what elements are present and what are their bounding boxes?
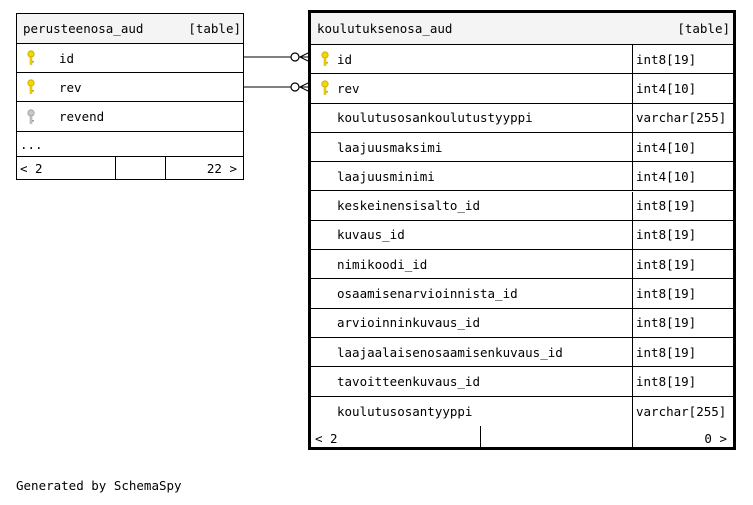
more-indicator: ... <box>20 136 43 152</box>
column-type: int4[10] <box>636 80 697 96</box>
foreign-key-icon <box>27 108 35 124</box>
column-row[interactable]: laajaalaisenosaamisenkuvaus_id int8[19] <box>311 338 733 368</box>
column-row[interactable]: kuvaus_id int8[19] <box>311 220 733 251</box>
table-perusteenosa-aud[interactable]: perusteenosa_aud [table] id rev revend .… <box>16 13 244 180</box>
table-nav: < 2 0 > <box>311 426 733 450</box>
table-header[interactable]: koulutuksenosa_aud [table] <box>311 13 733 45</box>
footer-credit: Generated by SchemaSpy <box>16 478 182 493</box>
column-type: int8[19] <box>636 286 697 302</box>
column-type: int8[19] <box>636 256 697 272</box>
column-name: keskeinensisalto_id <box>337 198 480 214</box>
column-name: laajuusminimi <box>337 168 435 184</box>
column-name: nimikoodi_id <box>337 256 428 272</box>
column-name: rev <box>337 80 360 96</box>
parents-link[interactable]: < 2 <box>315 430 338 446</box>
column-row[interactable]: koulutusosankoulutustyyppi varchar[255] <box>311 103 733 133</box>
table-tag: [table] <box>677 21 730 36</box>
column-row[interactable]: koulutusosantyyppi varchar[255] <box>311 396 733 426</box>
primary-key-icon <box>321 51 329 66</box>
column-name: koulutusosankoulutustyyppi <box>337 110 533 126</box>
column-name: id <box>59 50 75 66</box>
column-name: rev <box>59 79 82 95</box>
column-name: tavoitteenkuvaus_id <box>337 373 480 389</box>
column-type: int4[10] <box>636 139 697 155</box>
table-koulutuksenosa-aud[interactable]: koulutuksenosa_aud [table] id int8[19] rev… <box>308 10 736 450</box>
column-row[interactable]: id <box>17 44 243 73</box>
table-name[interactable]: perusteenosa_aud <box>23 21 144 36</box>
table-name[interactable]: koulutuksenosa_aud <box>317 21 453 36</box>
column-row[interactable]: id int8[19] <box>311 45 733 75</box>
column-type: int8[19] <box>636 51 697 67</box>
column-name: arvioinninkuvaus_id <box>337 315 480 331</box>
table-nav: < 2 22 > <box>17 157 243 179</box>
table-tag: [table] <box>188 21 241 36</box>
column-row[interactable]: rev <box>17 73 243 102</box>
column-type: int8[19] <box>636 344 697 360</box>
column-row[interactable]: laajuusminimi int4[10] <box>311 162 733 192</box>
column-name: id <box>337 51 353 67</box>
primary-key-icon <box>27 79 35 94</box>
column-type: varchar[255] <box>636 403 727 419</box>
column-name: laajuusmaksimi <box>337 139 443 155</box>
more-columns[interactable]: ... <box>17 132 243 157</box>
nav-middle <box>482 426 630 450</box>
parents-link[interactable]: < 2 <box>20 160 43 176</box>
primary-key-icon <box>321 80 329 96</box>
column-type: int4[10] <box>636 168 697 184</box>
relationship-id <box>244 52 309 62</box>
nav-middle <box>117 157 163 179</box>
column-row[interactable]: laajuusmaksimi int4[10] <box>311 132 733 163</box>
column-type: varchar[255] <box>636 110 727 126</box>
table-header[interactable]: perusteenosa_aud [table] <box>17 14 243 44</box>
column-row[interactable]: nimikoodi_id int8[19] <box>311 250 733 280</box>
primary-key-icon <box>27 50 35 65</box>
column-row[interactable]: arvioinninkuvaus_id int8[19] <box>311 308 733 338</box>
column-type: int8[19] <box>636 227 697 243</box>
column-name: revend <box>59 109 105 124</box>
column-type: int8[19] <box>636 315 697 331</box>
column-name: koulutusosantyyppi <box>337 403 473 419</box>
children-link[interactable]: 0 > <box>704 430 727 446</box>
column-name: kuvaus_id <box>337 227 405 243</box>
column-row[interactable]: keskeinensisalto_id int8[19] <box>311 191 733 221</box>
relationship-rev <box>244 82 309 92</box>
column-name: osaamisenarvioinnista_id <box>337 286 518 302</box>
column-row[interactable]: tavoitteenkuvaus_id int8[19] <box>311 367 733 397</box>
column-row[interactable]: osaamisenarvioinnista_id int8[19] <box>311 279 733 309</box>
column-type: int8[19] <box>636 198 697 214</box>
column-row[interactable]: revend <box>17 102 243 132</box>
column-name: laajaalaisenosaamisenkuvaus_id <box>337 344 563 360</box>
column-row[interactable]: rev int4[10] <box>311 74 733 104</box>
column-type: int8[19] <box>636 373 697 389</box>
children-link[interactable]: 22 > <box>206 160 237 176</box>
